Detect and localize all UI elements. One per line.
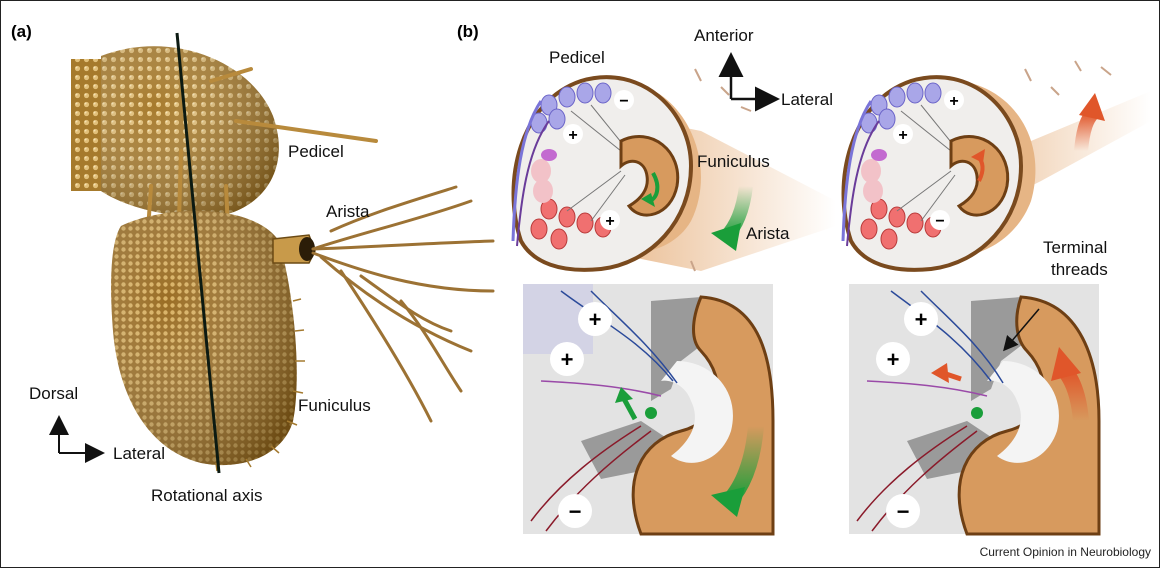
sign-tr-3: −: [935, 213, 944, 230]
antenna-photo: [71, 33, 493, 473]
neurons-magenta: [541, 149, 557, 161]
sign-tl-2: +: [568, 127, 577, 144]
panel-a-letter: (a): [11, 22, 32, 41]
compass-b-lateral: Lateral: [781, 90, 833, 109]
compass-a-lateral: Lateral: [113, 444, 165, 463]
zoom-bottom-left: [523, 284, 773, 534]
zoom-bl-pivot: [645, 407, 657, 419]
sign-br-2: +: [887, 347, 900, 372]
arista-branches: [313, 187, 493, 421]
sign-tr-1: +: [949, 93, 958, 110]
sign-bl-3: −: [569, 499, 582, 524]
compass-a-dorsal: Dorsal: [29, 384, 78, 403]
sign-tr-2: +: [898, 127, 907, 144]
credit-text: Current Opinion in Neurobiology: [980, 545, 1151, 559]
zoom-br-pivot: [971, 407, 983, 419]
compass-b: Anterior Lateral: [694, 26, 833, 109]
label-a-rotational-axis: Rotational axis: [151, 486, 263, 505]
sign-br-3: −: [897, 499, 910, 524]
label-b-arista: Arista: [746, 224, 790, 243]
sign-tl-1: −: [619, 93, 628, 110]
sign-bl-2: +: [561, 347, 574, 372]
label-terminal-threads-2: threads: [1051, 260, 1108, 279]
panel-b-letter: (b): [457, 22, 479, 41]
label-b-funiculus: Funiculus: [697, 152, 770, 171]
label-a-funiculus: Funiculus: [298, 396, 371, 415]
sign-tl-3: +: [605, 213, 614, 230]
compass-b-anterior: Anterior: [694, 26, 754, 45]
label-b-pedicel: Pedicel: [549, 48, 605, 67]
sign-bl-1: +: [589, 307, 602, 332]
label-a-pedicel: Pedicel: [288, 142, 344, 161]
label-terminal-threads-1: Terminal: [1043, 238, 1107, 257]
zoom-bottom-right: [849, 284, 1099, 534]
label-a-arista: Arista: [326, 202, 370, 221]
sign-br-1: +: [915, 307, 928, 332]
